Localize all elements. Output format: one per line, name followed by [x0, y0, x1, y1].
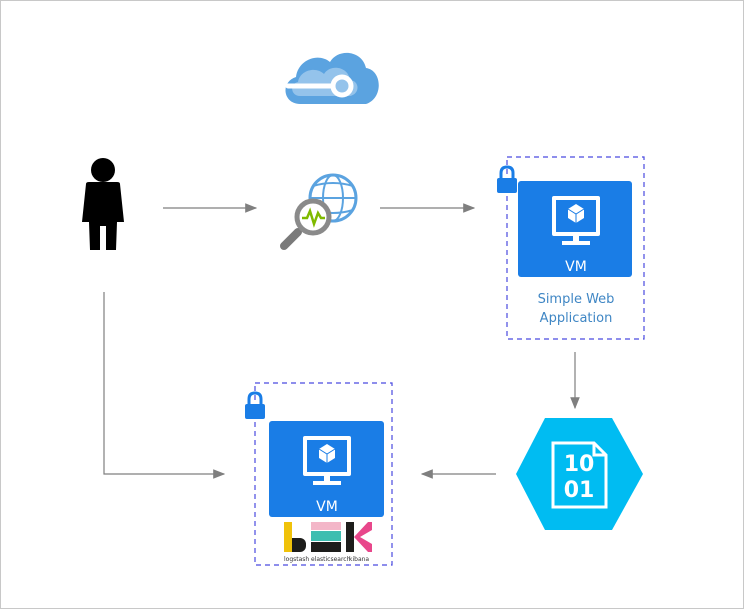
user-icon	[82, 158, 124, 250]
web-vm-group: VM Simple Web Application	[497, 156, 645, 340]
elk-sub-kibana: kibana	[349, 556, 369, 563]
traffic-manager-icon	[280, 173, 358, 250]
web-vm-badge: VM	[565, 259, 587, 275]
virtual-machine-icon: VM	[518, 181, 632, 277]
lock-icon	[497, 165, 517, 193]
storage-binary-line1: 10	[564, 452, 595, 477]
web-app-caption-line2: Application	[540, 311, 613, 326]
elk-sub-logstash: logstash	[284, 556, 309, 563]
elk-sub-elasticsearch: elasticsearch	[311, 556, 351, 563]
azure-cloud-icon	[285, 52, 379, 104]
virtual-machine-icon: VM	[269, 421, 384, 517]
arrow-user-to-elk	[103, 292, 226, 479]
elk-vm-badge: VM	[316, 499, 338, 515]
elk-vm-group: VM logstash elasticsearch kibana	[245, 382, 393, 566]
blob-storage-icon: 10 01	[516, 418, 643, 530]
elk-logo: logstash elasticsearch kibana	[284, 522, 372, 563]
web-app-caption-line1: Simple Web	[538, 292, 615, 307]
storage-binary-line2: 01	[564, 478, 595, 503]
flow-arrows	[103, 203, 580, 479]
lock-icon	[245, 391, 265, 419]
